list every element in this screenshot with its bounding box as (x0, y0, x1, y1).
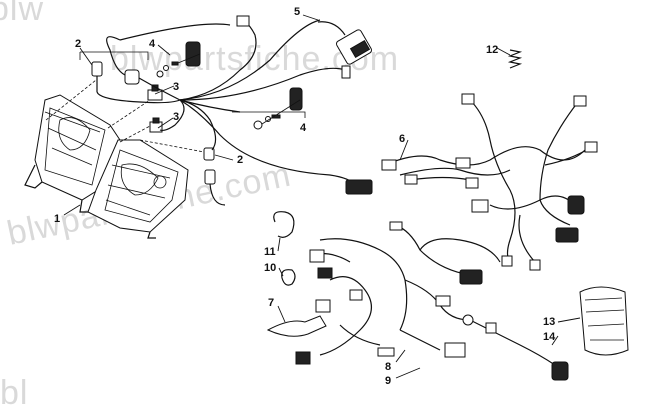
callout-7: 7 (268, 297, 274, 309)
watermark-corner-top: blw (0, 0, 44, 28)
callout-10: 10 (264, 262, 276, 274)
harness-item-5 (317, 21, 373, 65)
harness-connector-right (341, 65, 351, 79)
socket-lower (253, 87, 303, 130)
clips-items-10-11 (273, 211, 296, 286)
callout-9: 9 (385, 375, 391, 387)
callout-3-upper: 3 (173, 81, 179, 93)
watermark-corner-bottom: bl (0, 374, 28, 406)
connector-upper (91, 61, 103, 92)
callout-14: 14 (543, 331, 556, 343)
callout-3-lower: 3 (173, 111, 179, 123)
bulb-lower (149, 117, 163, 133)
callout-8: 8 (385, 361, 391, 373)
callout-4-lower: 4 (300, 122, 307, 134)
headlight-harness (96, 15, 373, 195)
callout-11: 11 (264, 246, 276, 258)
sleeve-item-13 (579, 286, 629, 356)
socket-upper (124, 41, 201, 85)
callout-numbers: 1 2 2 3 3 4 4 5 6 7 8 9 10 11 12 13 14 (54, 6, 556, 387)
callout-2-upper: 2 (75, 38, 81, 50)
callout-6: 6 (399, 133, 405, 145)
harness-item-6 (381, 93, 598, 271)
callout-12: 12 (486, 44, 498, 56)
callout-2-lower: 2 (237, 154, 243, 166)
harness-connector-top (236, 15, 250, 27)
lower-harness (295, 221, 569, 381)
leader-lines (63, 14, 581, 379)
callout-13: 13 (543, 316, 555, 328)
spring-item-12 (507, 49, 523, 69)
callout-5: 5 (294, 6, 300, 18)
headlight-assembly-lower (87, 139, 189, 239)
boot-item-7 (266, 299, 331, 337)
connector-item-14 (551, 361, 569, 381)
headlight-assembly-upper (24, 94, 121, 213)
callout-1: 1 (54, 213, 60, 225)
leader-lines-headlight (45, 51, 306, 153)
callout-4-upper: 4 (149, 38, 156, 50)
connector-lower (203, 147, 226, 206)
harness-connector-main (345, 179, 373, 195)
